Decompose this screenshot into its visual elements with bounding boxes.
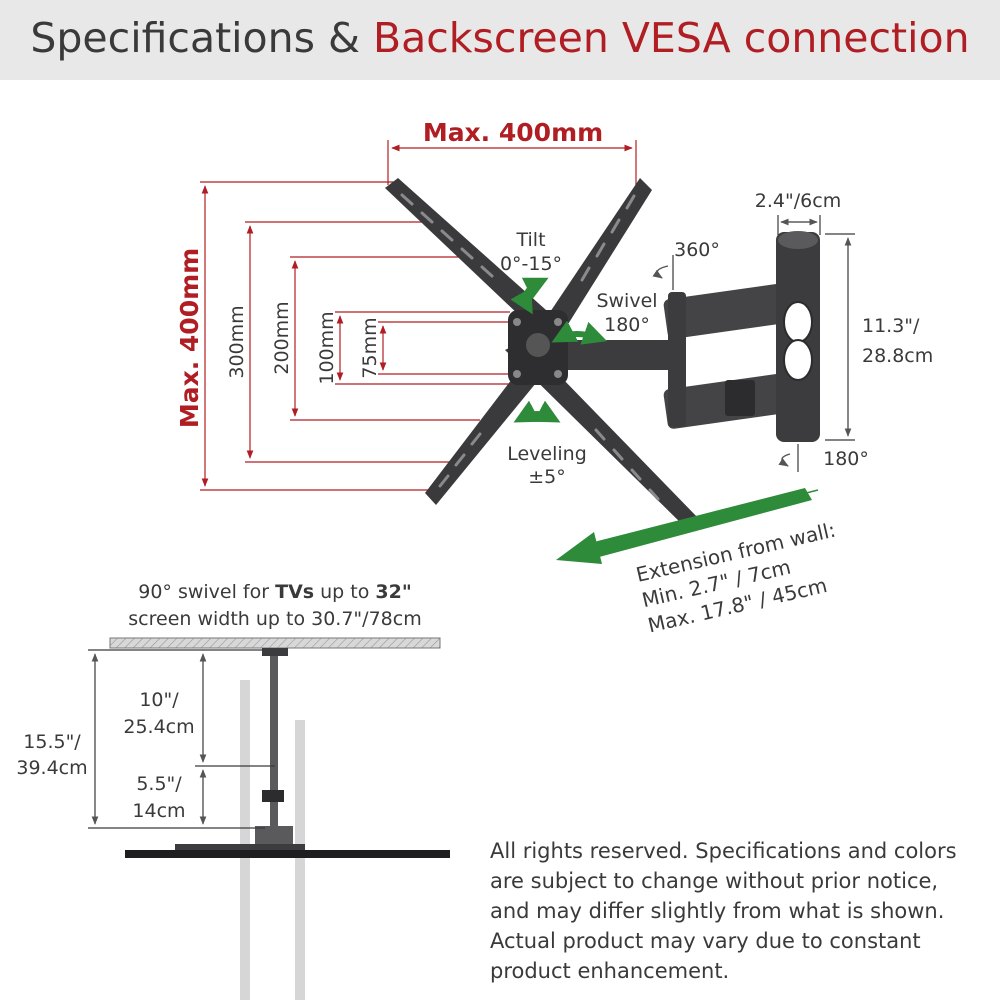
- lower-height-line1: 5.5"/: [136, 773, 182, 795]
- total-height-line1: 15.5"/: [23, 731, 81, 753]
- disclaimer-line: Actual product may vary due to constant: [490, 929, 921, 953]
- max-height-label: Max. 400mm: [175, 248, 204, 428]
- swivel-range: 180°: [604, 314, 650, 336]
- tilt-label: Tilt: [515, 229, 545, 251]
- leveling-label: Leveling: [507, 443, 587, 465]
- dim-300-label: 300mm: [226, 305, 248, 378]
- side-view-caption-line1: 90° swivel for TVs up to 32": [138, 581, 411, 603]
- caption-mid: up to: [314, 581, 375, 603]
- upper-height-line1: 10"/: [139, 689, 179, 711]
- bracket-depth-label: 2.4"/6cm: [755, 190, 841, 212]
- disclaimer-line: All rights reserved. Specifications and …: [490, 839, 957, 863]
- title-main: Specifications &: [30, 14, 374, 62]
- rotation-360-label: 360°: [674, 239, 720, 261]
- side-view-dimension-lines: [88, 649, 275, 829]
- extension-arrow: [556, 488, 819, 564]
- caption-bold-tvs: TVs: [275, 581, 314, 603]
- upper-height-line2: 25.4cm: [123, 716, 194, 738]
- page-title: Specifications & Backscreen VESA connect…: [0, 14, 1000, 62]
- disclaimer-line: product enhancement.: [490, 959, 730, 983]
- total-height-line2: 39.4cm: [16, 757, 87, 779]
- caption-prefix: 90° swivel for: [138, 581, 275, 603]
- header-bar: Specifications & Backscreen VESA connect…: [0, 0, 1000, 80]
- side-view-drawing: [109, 637, 450, 1000]
- title-accent: Backscreen VESA connection: [373, 14, 970, 62]
- disclaimer-line: are subject to change without prior noti…: [490, 869, 939, 893]
- dim-200-label: 200mm: [271, 301, 293, 374]
- dim-75-label: 75mm: [359, 317, 381, 378]
- lower-height-line2: 14cm: [132, 800, 185, 822]
- bottom-swivel-label: 180°: [823, 448, 869, 470]
- dim-100-label: 100mm: [316, 311, 338, 384]
- bracket-height-line2: 28.8cm: [862, 345, 933, 367]
- disclaimer: All rights reserved. Specifications and …: [490, 836, 990, 986]
- rotation-indicators: [652, 255, 799, 472]
- bracket-height-line1: 11.3"/: [862, 315, 920, 337]
- bracket-dimension-lines: [777, 215, 855, 441]
- caption-bold-size: 32": [375, 581, 411, 603]
- vesa-dimensions: [200, 140, 637, 491]
- motion-arrows: [510, 277, 608, 423]
- leveling-range: ±5°: [528, 466, 566, 488]
- max-width-label: Max. 400mm: [423, 118, 603, 147]
- side-view-caption-line2: screen width up to 30.7"/78cm: [128, 608, 421, 630]
- tilt-range: 0°-15°: [500, 253, 562, 275]
- disclaimer-line: and may differ slightly from what is sho…: [490, 899, 945, 923]
- vesa-x-bracket: [385, 178, 820, 530]
- swivel-label: Swivel: [596, 290, 657, 312]
